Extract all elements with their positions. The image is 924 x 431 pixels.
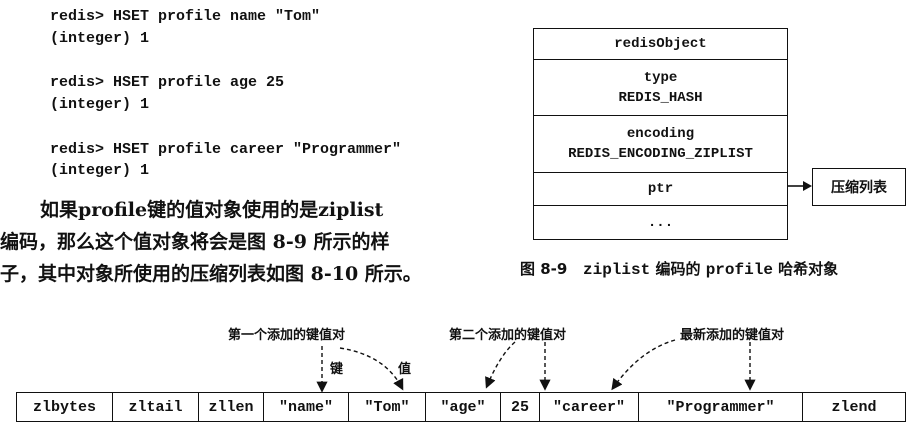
encoding-value: REDIS_ENCODING_ZIPLIST [568,146,753,162]
caption-ziplist: ziplist [583,261,651,279]
paragraph-line-1: 如果profile键的值对象使用的是ziplist [40,199,384,221]
ellipsis-label: ... [647,214,674,231]
caption-profile: profile [705,261,773,279]
first-pair-annotation: 第一个添加的键值对 [228,328,346,343]
entry-programmer: "Programmer" [639,393,803,421]
ziplist-box: 压缩列表 [812,168,906,206]
paragraph-line-2: 编码，那么这个值对象将会是图 8-9 所示的样 [0,231,390,253]
redis-object-diagram: redisObject type REDIS_HASH encoding RED… [533,28,788,240]
code-command-3: redis> HSET profile career "Programmer" [50,141,402,158]
code-result-1: (integer) 1 [50,30,150,47]
type-label: type [643,69,678,86]
code-result-3: (integer) 1 [50,162,150,179]
key-annotation: 键 [330,362,344,377]
caption-figure-number: 图 8-9 [520,260,568,278]
ptr-arrow-icon [788,181,812,191]
entry-25: 25 [501,393,540,421]
ptr-label: ptr [647,181,674,197]
entry-name: "name" [264,393,349,421]
entry-career: "career" [540,393,639,421]
ptr-cell: ptr [534,173,787,206]
type-cell: type REDIS_HASH [534,60,787,116]
encoding-cell: encoding REDIS_ENCODING_ZIPLIST [534,116,787,173]
value-tom-arrow [339,347,404,391]
ziplist-structure: zlbytes zltail zllen "name" "Tom" "age" … [16,392,906,422]
key-age-arrow [485,341,516,389]
value-annotation: 值 [398,362,412,377]
type-value: REDIS_HASH [618,89,703,106]
newest-pair-annotation: 最新添加的键值对 [680,328,785,343]
entry-age: "age" [426,393,501,421]
zltail-cell: zltail [113,393,199,421]
caption-hash-object: 哈希对象 [778,260,839,278]
redis-object-title: redisObject [614,36,707,52]
paragraph-line-3: 子，其中对象所使用的压缩列表如图 8-10 所示。 [0,263,422,285]
zllen-cell: zllen [199,393,264,421]
zlend-cell: zlend [831,398,877,416]
entry-tom: "Tom" [349,393,426,421]
more-cell: ... [534,206,787,239]
ziplist-box-label: 压缩列表 [831,180,887,196]
second-pair-annotation: 第二个添加的键值对 [449,328,567,343]
key-career-arrow [611,339,676,391]
encoding-label: encoding [626,126,695,142]
code-command-2: redis> HSET profile age 25 [50,74,285,91]
code-result-2: (integer) 1 [50,96,150,113]
body-paragraph: 如果profile键的值对象使用的是ziplist 编码，那么这个值对象将会是图… [0,194,498,290]
figure-caption: 图 8-9 ziplist 编码的 profile 哈希对象 [520,258,838,279]
code-command-1: redis> HSET profile name "Tom" [50,8,321,25]
redis-object-header: redisObject [534,29,787,60]
caption-encoding: 编码的 [655,260,701,278]
zlbytes-cell: zlbytes [17,393,113,421]
